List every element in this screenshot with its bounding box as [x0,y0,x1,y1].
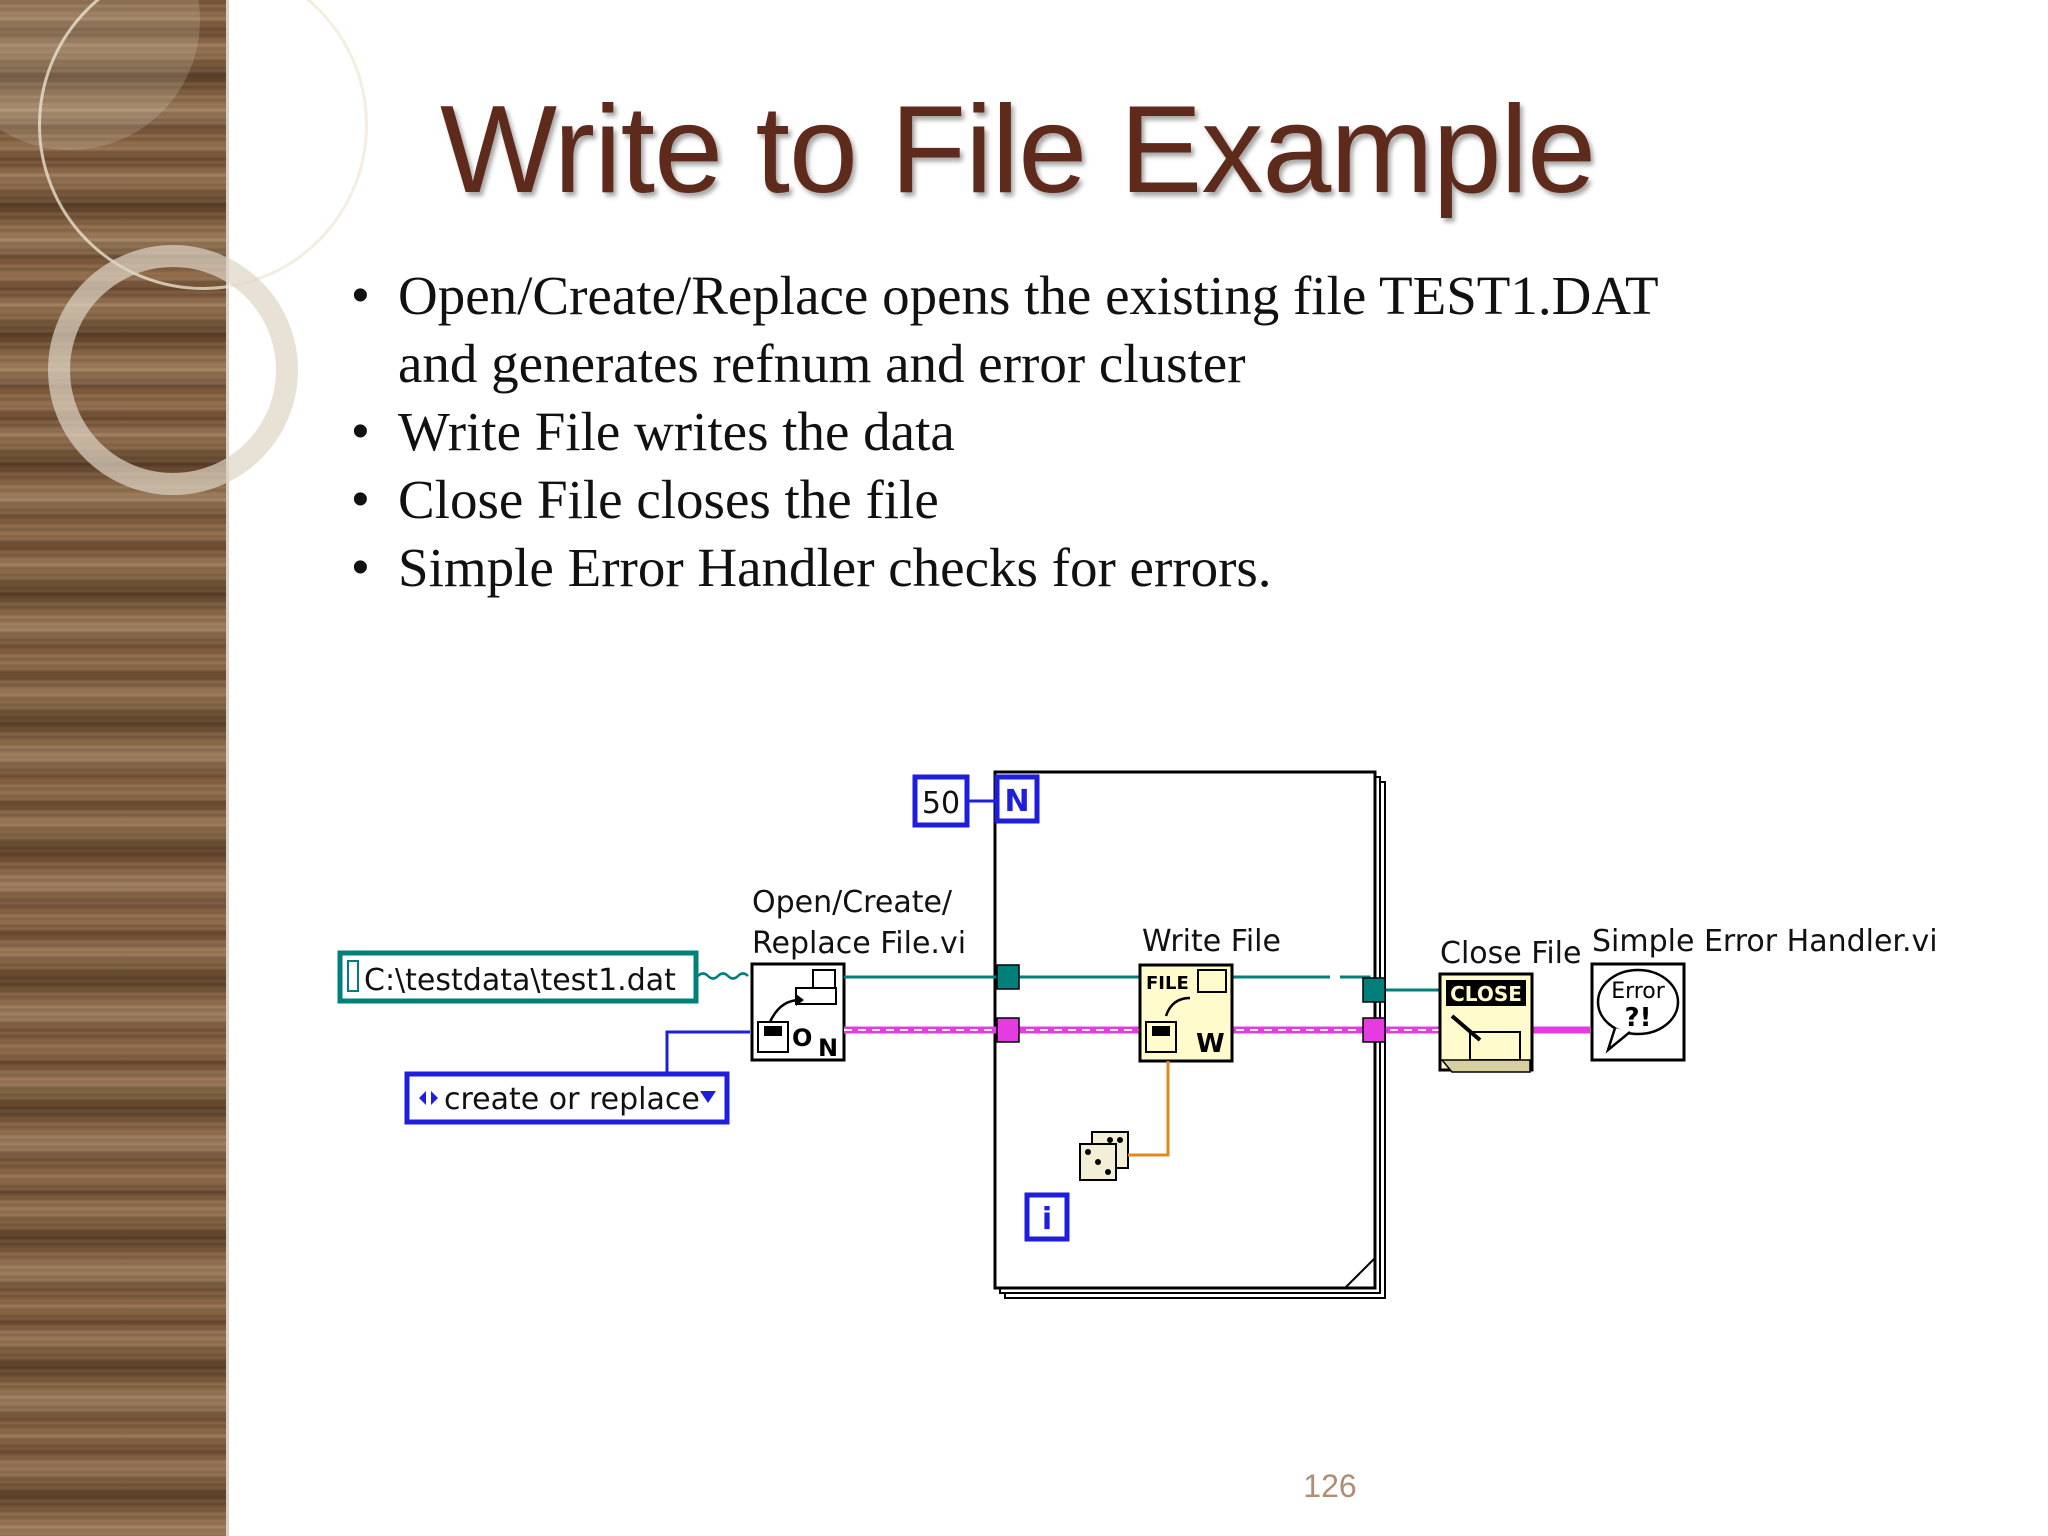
write-icon-file-text: FILE [1146,973,1189,994]
bullet-dot-icon: • [352,269,369,322]
write-icon-w: W [1196,1029,1225,1059]
mode-wire [665,1030,750,1074]
bullet-item: • Simple Error Handler checks for errors… [350,534,1970,602]
ring-increment-icon[interactable] [419,1091,438,1105]
error-handler-label: Simple Error Handler.vi [1592,924,1938,959]
error-icon-mark: ?! [1625,1003,1652,1033]
bullet-dot-icon: • [352,405,369,458]
labview-block-diagram: 50 N i C:\testdata\test1.dat create or r… [337,770,1938,1299]
bullet-line: Close File closes the file [398,469,939,530]
iteration-terminal-label: i [1042,1202,1052,1237]
write-file-node[interactable]: FILE W [1138,963,1234,1063]
bullet-list: • Open/Create/Replace opens the existing… [350,262,1970,602]
refnum-tunnel-in [996,964,1020,990]
path-constant[interactable]: C:\testdata\test1.dat [337,950,699,1004]
close-file-label: Close File [1440,936,1581,971]
iteration-terminal: i [1024,1192,1070,1242]
bullet-item: • Write File writes the data [350,398,1970,466]
disk-icon [1145,1021,1177,1053]
page-number: 126 [1303,1468,1357,1504]
close-icon-text: CLOSE [1450,982,1522,1006]
bullet-item: • Open/Create/Replace opens the existing… [350,262,1970,398]
write-file-label: Write File [1142,924,1281,959]
random-number-node[interactable] [1079,1131,1129,1181]
open-icon-n: N [818,1034,838,1062]
disk-icon [757,1021,789,1053]
close-file-node[interactable]: CLOSE [1438,972,1534,1073]
bullet-line: Simple Error Handler checks for errors. [398,537,1272,598]
open-icon-o: O [792,1024,812,1052]
bullet-dot-icon: • [352,473,369,526]
error-handler-node[interactable]: Error ?! [1590,962,1686,1062]
loop-count-value: 50 [922,786,960,821]
count-terminal: N [994,774,1040,824]
path-icon [347,960,359,992]
error-icon-text: Error [1611,979,1666,1004]
grid-icon [1197,969,1227,993]
loop-count-constant[interactable]: 50 [912,774,970,828]
path-constant-value: C:\testdata\test1.dat [364,963,676,998]
error-tunnel-out [1362,1017,1386,1043]
decorative-ring-thick [48,245,298,495]
open-file-label-line1: Open/Create/ [752,885,953,920]
count-terminal-label: N [1004,784,1029,819]
bullet-line: Write File writes the data [398,401,955,462]
bullet-line: Open/Create/Replace opens the existing f… [398,265,1659,326]
chevron-down-icon[interactable] [700,1091,716,1103]
bullet-line: and generates refnum and error cluster [398,333,1246,394]
open-create-replace-node[interactable]: O N [750,962,846,1062]
speech-bubble-icon [1596,968,1680,1036]
mode-ring-value: create or replace [444,1082,700,1117]
error-tunnel-in [996,1017,1020,1043]
mode-ring-control[interactable]: create or replace [404,1071,730,1125]
wood-panel-edge [226,0,229,1536]
slide-title: Write to File Example [440,81,1596,219]
open-file-label-line2: Replace File.vi [752,926,966,961]
refnum-tunnel-out [1362,977,1386,1003]
path-wire [697,972,749,980]
data-wire [1128,1061,1170,1157]
bullet-dot-icon: • [352,541,369,594]
bullet-item: • Close File closes the file [350,466,1970,534]
